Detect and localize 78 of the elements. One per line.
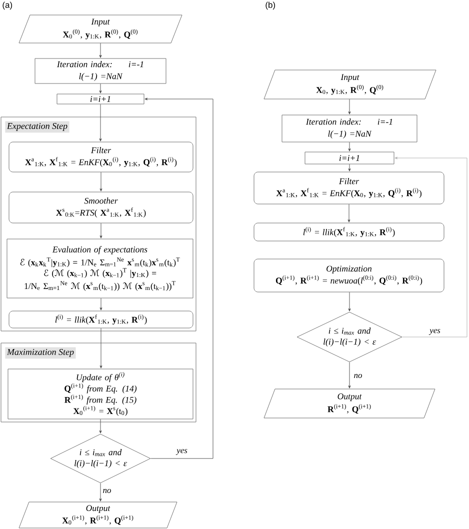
process-box [6, 238, 194, 298]
rounded-process-box [254, 222, 444, 242]
arrow [99, 483, 102, 502]
arrow [99, 84, 102, 94]
formula-text: X$^{s}$$_{0:K}$=RTS( X$^{a}$$_{1:K}$, X$^{f}$$_{1:K}$) [56, 207, 146, 218]
formula-text: i=i+1 [90, 96, 110, 102]
formula-text: i=i+1 [339, 155, 360, 161]
formula-text: R$^{(i+1)}$, Q$^{(i+1)}$ [328, 404, 371, 414]
loop-arrow [394, 156, 468, 338]
process-box [56, 94, 144, 104]
arrow [348, 164, 351, 172]
process-box [304, 152, 394, 164]
arrow [99, 419, 102, 434]
process-box [282, 114, 418, 142]
formula-text: X$_{0}$$^{(i+1)}$ = X$^{s}$(t$_{0}$) [73, 406, 128, 416]
condition-text: i ≤ i$_{max}$ and l(i)−l(i−1) < ε [74, 449, 127, 468]
formula-text: X$_{0}$$^{(0)}$, y$_{1:K}$, R$^{(0)}$, Q$^{(0)}$ [62, 29, 138, 40]
formula-text: l(−1) =NaN [328, 130, 372, 138]
formula-text: ℰ (x$_{k}$x$_{k}$$^{T}$|y$_{1:K}$) = 1/N$_{e}$ Σ$_{m=1}$$^{Ne}$ x$^{s}$$_{m}$(t$_{k}$)x$^{s}$$_{m}$(t$_{k}$)$^{T}$ [20, 257, 180, 268]
step-title: Input [340, 74, 360, 82]
decision-diamond [296, 312, 402, 362]
edge-label: yes [176, 449, 188, 455]
section-heading: Expectation Step [5, 121, 70, 133]
process-box [34, 58, 166, 84]
panel-label: (b) [266, 2, 276, 10]
step-title: Optimization [326, 266, 372, 274]
formula-text: i=-1 [128, 61, 144, 68]
arrow [348, 98, 351, 114]
step-title: Filter [338, 178, 359, 184]
edge-label: no [103, 488, 111, 494]
condition-text: i ≤ i$_{max}$ and l(i)−l(i−1) < ε [324, 328, 376, 346]
process-box [8, 368, 194, 420]
formula-text: l$^{(i)}$ = llik(X$^{f}$$_{1:K}$, y$_{1:K}$, R$^{(i)}$) [303, 226, 395, 237]
decision-diamond [50, 434, 151, 484]
rounded-process-box [254, 172, 444, 204]
formula-text: l(−1) =NaN [79, 73, 123, 81]
step-title: Output [338, 393, 362, 402]
step-title: Evaluation of expectations [52, 246, 148, 254]
formula-text: R$^{(i+1)}$ from Eq. (15) [64, 394, 136, 405]
arrow [348, 142, 351, 152]
formula-text: X$^{a}$$_{1:K}$, X$^{f}$$_{1:K}$ = EnKF(X$_{0}$, y$_{1:K}$, Q$^{(i)}$, R$^{(i)}$) [276, 188, 422, 198]
step-title: Iteration index: [56, 61, 112, 68]
step-title: Update of θ$^{(i)}$ [76, 372, 124, 382]
step-title: Iteration index: [306, 118, 361, 125]
formula-text: X$_{0}$, y$_{1:K}$, R$^{(0)}$, Q$^{(0)}$ [316, 84, 384, 95]
io-parallelogram [264, 70, 436, 100]
formula-text: Q$^{(i+1)}$, R$^{(i+1)}$ = newuoa(l$^{(0:i)}$, Q$^{(0:i)}$, R$^{(0:i)}$) [276, 275, 422, 286]
rounded-process-box [8, 192, 194, 224]
rounded-process-box [8, 310, 194, 328]
formula-text: X$_{0}$$^{(i+1)}$, R$^{(i+1)}$, Q$^{(i+1)}$ [62, 515, 134, 525]
io-parallelogram [18, 502, 178, 528]
formula-text: X$^{a}$$_{1:K}$, X$^{f}$$_{1:K}$ = EnKF(X$_{0}$$^{(i)}$, y$_{1:K}$, Q$^{(i)}$, R$^{(i)}$) [25, 156, 177, 167]
arrow [99, 104, 102, 142]
formula-text: i=-1 [378, 118, 392, 125]
io-parallelogram [18, 14, 182, 44]
formula-text: l$^{(i)}$ = llik(X$^{f}$$_{1:K}$, y$_{1:K}$, R$^{(i)}$) [55, 314, 147, 324]
arrow [100, 172, 102, 192]
arrow [348, 292, 351, 312]
edge-label: yes [428, 329, 440, 335]
loop-arrow [144, 98, 214, 459]
edge-label: no [354, 374, 362, 378]
panel-label: (a) [2, 2, 12, 10]
step-title: Smoother [84, 198, 118, 204]
formula-text: ℰ (ℳ (x$_{k−1}$) ℳ (x$_{k−1}$)$^{T}$ |y$_{1:K}$) = 1/N$_{e}$ Σ$_{m=1}$$^{Ne}$ ℳ (x$^{s}$$_{m}$(t$_{k−1}$)) ℳ (x$^{s}$$_{m}$(t$_{k−1}$))$^{T}$ [24, 268, 176, 291]
section-heading: Maximization Step [5, 347, 76, 359]
arrow [100, 298, 102, 310]
arrow [100, 223, 102, 238]
arrow [99, 42, 102, 58]
step-title: Input [91, 18, 110, 26]
formula-text: Q$^{(i+1)}$ from Eq. (14) [64, 383, 137, 394]
arrow [348, 362, 351, 388]
arrow [348, 204, 350, 222]
arrow [100, 328, 102, 368]
step-title: Filter [90, 147, 112, 154]
rounded-process-box [8, 142, 194, 172]
step-title: Output [86, 505, 110, 513]
io-parallelogram [264, 388, 436, 418]
rounded-process-box [254, 258, 444, 292]
